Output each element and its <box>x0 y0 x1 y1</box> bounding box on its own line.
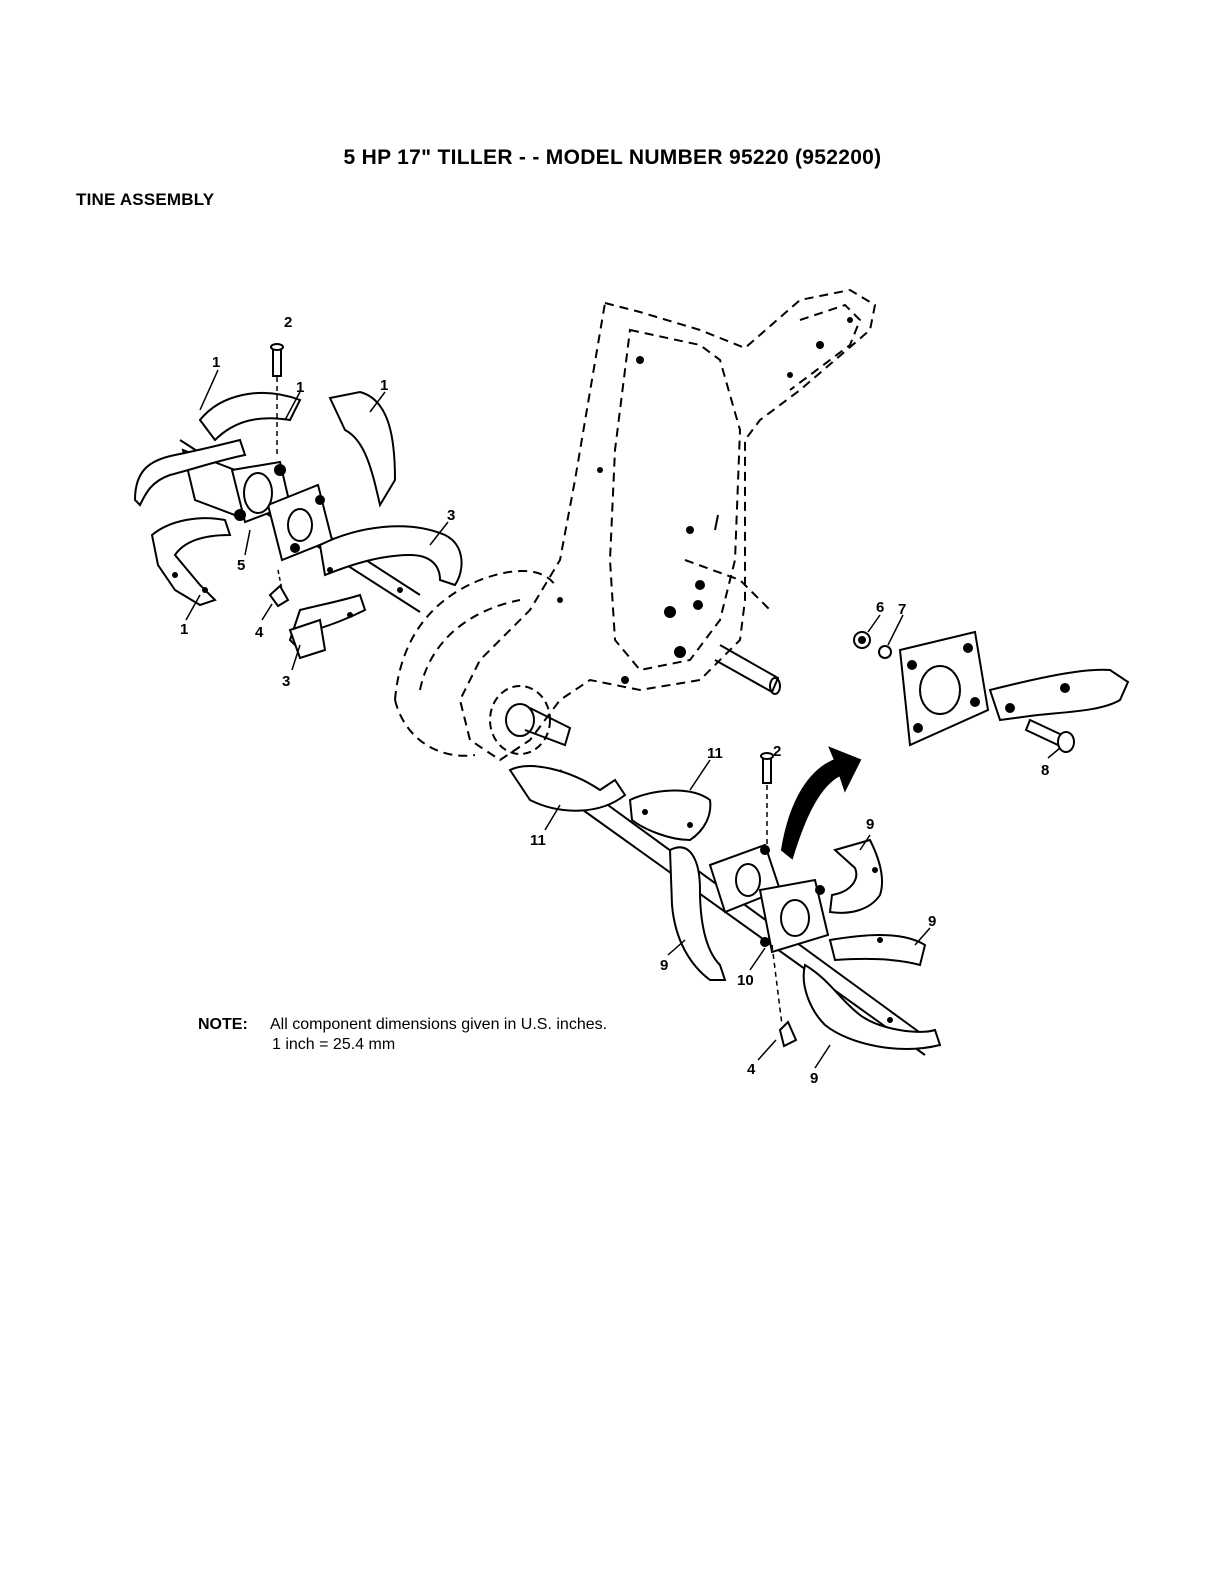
callout-9: 9 <box>928 913 936 930</box>
callout-10: 10 <box>737 972 754 989</box>
callout-1: 1 <box>212 354 220 371</box>
callout-9: 9 <box>810 1070 818 1087</box>
note-label: NOTE: <box>198 1015 270 1035</box>
callout-1: 1 <box>380 377 388 394</box>
note-line-1: All component dimensions given in U.S. i… <box>270 1016 607 1033</box>
callout-11: 11 <box>530 832 546 849</box>
rotation-arrow <box>782 748 860 858</box>
transmission-housing <box>395 290 875 760</box>
right-tine-set <box>510 753 940 1055</box>
callout-2: 2 <box>284 314 292 331</box>
side-plate-assembly <box>854 632 1128 752</box>
callout-7: 7 <box>898 601 906 618</box>
dimension-note: NOTE:All component dimensions given in U… <box>198 1015 607 1055</box>
callout-1: 1 <box>180 621 188 638</box>
housing-bolts <box>557 317 853 684</box>
callout-4: 4 <box>747 1061 756 1078</box>
callout-3: 3 <box>447 507 455 524</box>
callout-2: 2 <box>773 743 781 760</box>
callout-1: 1 <box>296 379 304 396</box>
note-line-2: 1 inch = 25.4 mm <box>198 1035 607 1055</box>
callout-6: 6 <box>876 599 884 616</box>
callout-11: 11 <box>707 745 723 762</box>
callout-9: 9 <box>660 957 668 974</box>
callout-5: 5 <box>237 557 245 574</box>
transmission-hubs <box>490 515 780 754</box>
callout-8: 8 <box>1041 762 1049 779</box>
callout-4: 4 <box>255 624 264 641</box>
callout-3: 3 <box>282 673 290 690</box>
callout-9: 9 <box>866 816 874 833</box>
